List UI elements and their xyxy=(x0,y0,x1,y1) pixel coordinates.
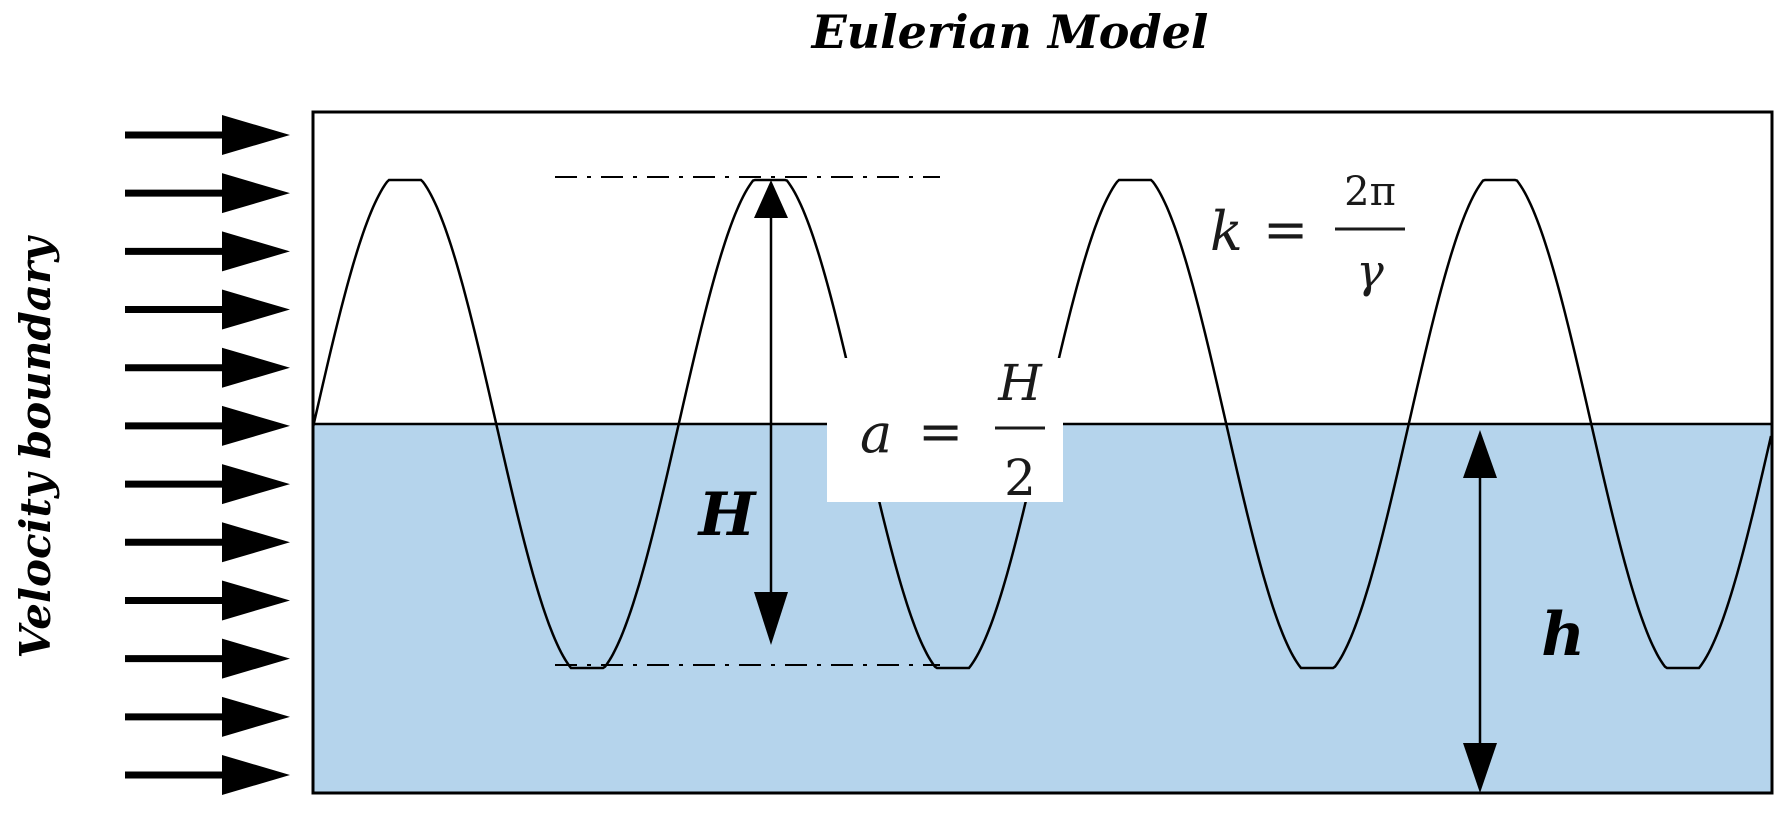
velocity-boundary-label: Velocity boundary xyxy=(11,235,60,659)
inflow-arrow xyxy=(125,580,290,621)
inflow-arrows xyxy=(125,115,290,795)
inflow-arrow xyxy=(125,464,290,505)
amplitude-formula-eq: = xyxy=(918,400,963,463)
inflow-arrow xyxy=(125,522,290,563)
inflow-arrow xyxy=(125,405,290,446)
amplitude-formula: a = H 2 xyxy=(860,354,1045,507)
wave-height-arrow xyxy=(754,180,788,645)
amplitude-formula-lhs: a xyxy=(860,402,892,465)
wavenumber-formula-numerator: 2π xyxy=(1344,169,1396,215)
water-depth-label: h xyxy=(1541,600,1585,670)
wavenumber-formula-eq: = xyxy=(1263,198,1308,261)
inflow-arrow xyxy=(125,638,290,679)
inflow-arrow xyxy=(125,347,290,388)
wavenumber-formula-denominator: γ xyxy=(1356,244,1384,298)
inflow-arrow xyxy=(125,173,290,214)
amplitude-formula-box xyxy=(827,358,1063,502)
amplitude-formula-denominator: 2 xyxy=(1004,449,1036,507)
inflow-arrow xyxy=(125,231,290,272)
inflow-arrow xyxy=(125,289,290,330)
wavenumber-formula: k = 2π γ xyxy=(1210,169,1405,298)
amplitude-formula-numerator: H xyxy=(997,354,1043,412)
inflow-arrow xyxy=(125,755,290,795)
water-depth-arrow xyxy=(1463,430,1497,793)
inflow-arrow xyxy=(125,696,290,737)
diagram-title: Eulerian Model xyxy=(810,5,1209,59)
inflow-arrow xyxy=(125,115,290,155)
domain-boundary xyxy=(311,110,1774,795)
wave-height-label: H xyxy=(697,480,758,550)
wavenumber-formula-lhs: k xyxy=(1210,200,1243,263)
